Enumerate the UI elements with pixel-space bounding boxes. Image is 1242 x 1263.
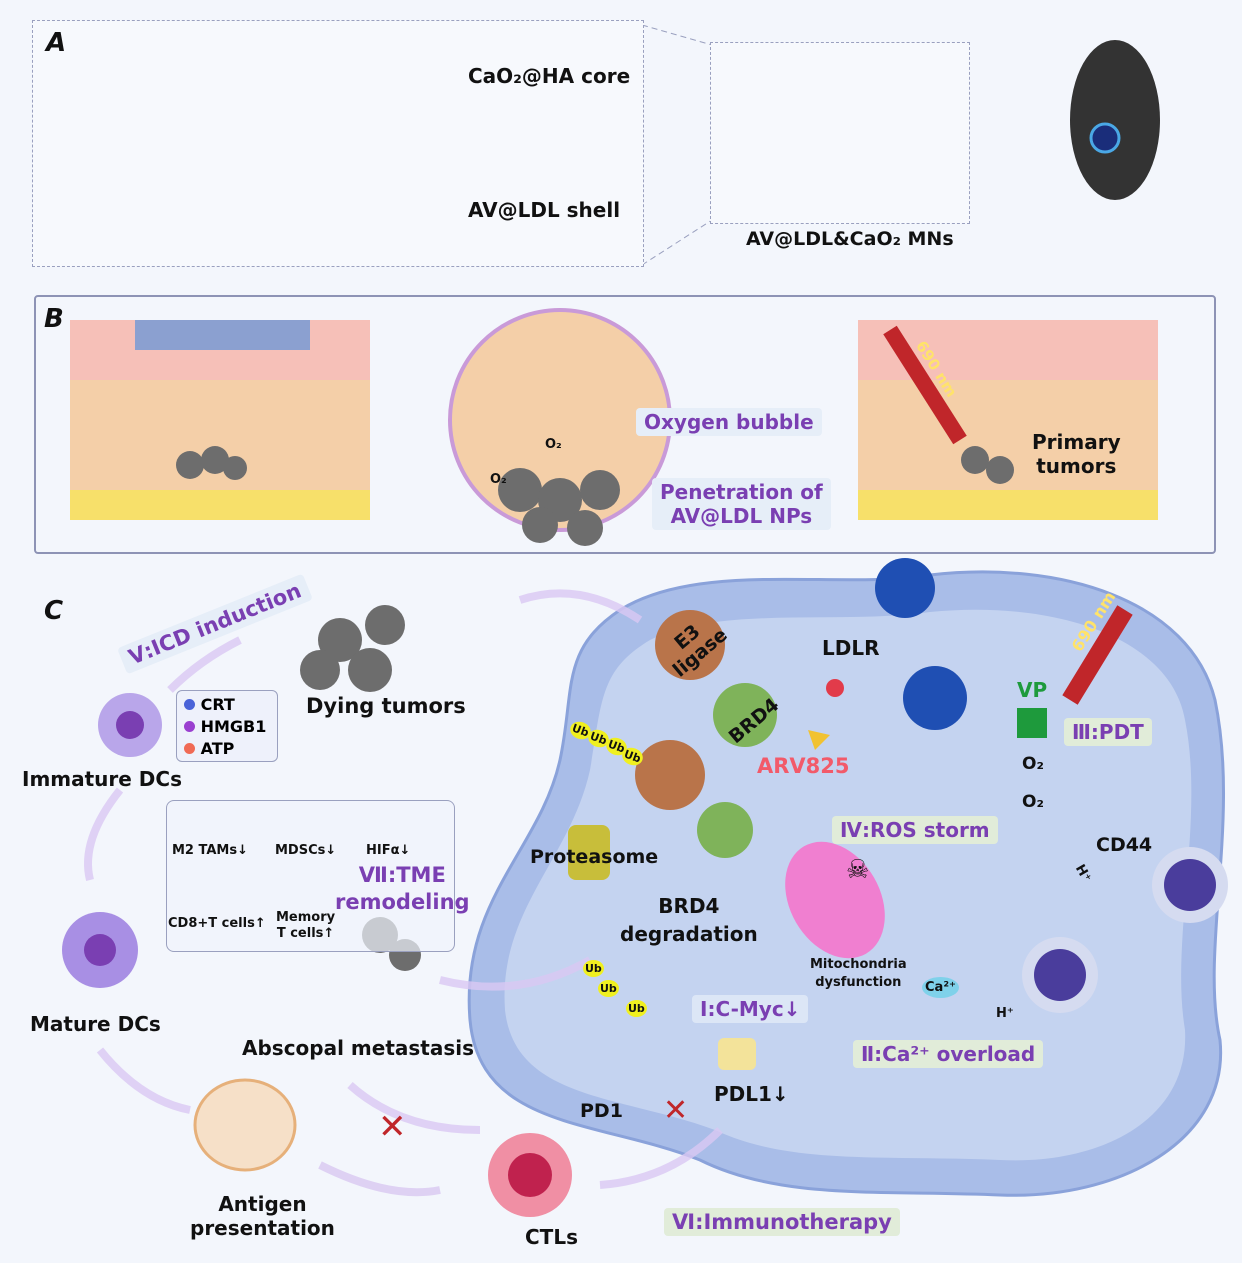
antigen-line1: Antigen xyxy=(218,1192,307,1216)
oxygen-bubble-label: Oxygen bubble xyxy=(636,408,822,436)
laser-beam-b xyxy=(883,325,967,445)
proteasome xyxy=(568,825,610,880)
ub-tag: Ub xyxy=(583,960,604,977)
degradation-line2: degradation xyxy=(620,922,758,946)
tme-line2: remodeling xyxy=(335,890,470,914)
mns-label: AV@LDL&CaO₂ MNs xyxy=(746,228,954,250)
cd44-label: CD44 xyxy=(1096,834,1153,856)
memory-line1: Memory xyxy=(276,910,336,925)
pd1-label: PD1 xyxy=(580,1100,623,1122)
panel-a-letter: A xyxy=(46,28,67,58)
penetration-line1: Penetration of xyxy=(660,480,823,504)
ub-tag: Ub xyxy=(598,980,619,997)
m2-tams-label: M2 TAMs↓ xyxy=(172,843,248,858)
lymph-node xyxy=(193,1078,297,1172)
mdscs-label: MDSCs↓ xyxy=(275,843,337,858)
h-plus-label: H⁺ xyxy=(996,1006,1014,1021)
core-label: CaO₂@HA core xyxy=(468,64,631,88)
penetration-line2: AV@LDL NPs xyxy=(670,504,813,528)
primary-line2: tumors xyxy=(1036,454,1117,478)
tme-remodeling-label: Ⅶ:TME remodeling xyxy=(335,862,470,916)
vp-cube xyxy=(1017,708,1047,738)
panel-a-box xyxy=(32,20,644,267)
ros-storm-label: Ⅳ:ROS storm xyxy=(832,816,998,844)
panel-b-box xyxy=(34,295,1216,554)
memory-t-label: Memory T cells↑ xyxy=(276,910,335,942)
ctls-label: CTLs xyxy=(525,1225,578,1249)
skull-icon: ☠ xyxy=(846,855,870,885)
tme-box xyxy=(166,800,455,952)
proteasome-label: Proteasome xyxy=(530,846,659,868)
antigen-line2: presentation xyxy=(190,1216,335,1240)
legend-label: CRT xyxy=(200,695,235,714)
primary-line1: Primary xyxy=(1032,430,1121,454)
degradation-line1: BRD4 xyxy=(658,894,720,918)
e3-ligase xyxy=(655,610,725,680)
antigen-presentation-label: Antigen presentation xyxy=(190,1192,335,1240)
pdl1 xyxy=(718,1038,756,1070)
legend-label: HMGB1 xyxy=(200,717,267,736)
calcium-ion: Ca²⁺ xyxy=(922,977,959,998)
blocked-x-icon: ✕ xyxy=(663,1093,688,1128)
mito-line1: Mitochondria xyxy=(810,957,907,972)
legend-item-atp: ATP xyxy=(184,738,266,760)
cd8-label: CD8+T cells↑ xyxy=(168,916,266,931)
abscopal-label: Abscopal metastasis xyxy=(242,1036,475,1060)
memory-line2: T cells↑ xyxy=(276,926,335,941)
brd4-degradation-label: BRD4 degradation xyxy=(620,892,758,948)
vp-label: VP xyxy=(1017,678,1048,702)
o2-label: O₂ xyxy=(545,437,562,452)
laser-beam-c xyxy=(1062,605,1133,705)
mouse xyxy=(1070,40,1160,200)
penetration-label: Penetration of AV@LDL NPs xyxy=(652,478,831,530)
tme-line1: Ⅶ:TME xyxy=(358,863,446,887)
pdt-label: Ⅲ:PDT xyxy=(1064,718,1152,746)
mitochondria xyxy=(785,841,885,959)
skin-block-left xyxy=(70,320,370,520)
hmgb1-dot-icon xyxy=(184,721,195,732)
pdl1-label: PDL1↓ xyxy=(714,1082,789,1106)
arv825-label: ARV825 xyxy=(757,754,850,778)
o2-label: O₂ xyxy=(490,472,507,487)
legend: CRT HMGB1 ATP xyxy=(184,694,266,760)
panel-b-letter: B xyxy=(44,304,64,334)
ldlr-label: LDLR xyxy=(822,636,880,660)
o2-label: O₂ xyxy=(1022,754,1044,774)
hif-label: HIFα↓ xyxy=(366,843,411,858)
panel-c-letter: C xyxy=(44,596,64,626)
blocked-x-icon: ✕ xyxy=(378,1107,407,1147)
brd4-protein xyxy=(713,683,777,747)
immature-dcs-label: Immature DCs xyxy=(22,767,182,791)
legend-item-hmgb1: HMGB1 xyxy=(184,716,266,738)
mito-line2: dysfunction xyxy=(815,975,902,990)
shell-label: AV@LDL shell xyxy=(468,198,621,222)
ca-overload-label: Ⅱ:Ca²⁺ overload xyxy=(853,1040,1044,1068)
dying-tumors-label: Dying tumors xyxy=(306,694,466,718)
mito-dysfunction-label: Mitochondria dysfunction xyxy=(810,956,907,992)
crt-dot-icon xyxy=(184,699,195,710)
atp-dot-icon xyxy=(184,743,195,754)
primary-tumors-label: Primary tumors xyxy=(1032,430,1121,478)
ub-tag: Ub xyxy=(626,1000,647,1017)
o2-label: O₂ xyxy=(1022,792,1044,812)
immunotherapy-label: Ⅵ:Immunotherapy xyxy=(664,1208,900,1236)
mature-dcs-label: Mature DCs xyxy=(30,1012,161,1036)
legend-label: ATP xyxy=(200,739,235,758)
cmyc-label: Ⅰ:C-Myc↓ xyxy=(692,995,809,1023)
legend-item-crt: CRT xyxy=(184,694,266,716)
panel-a-mn-box xyxy=(710,42,970,224)
